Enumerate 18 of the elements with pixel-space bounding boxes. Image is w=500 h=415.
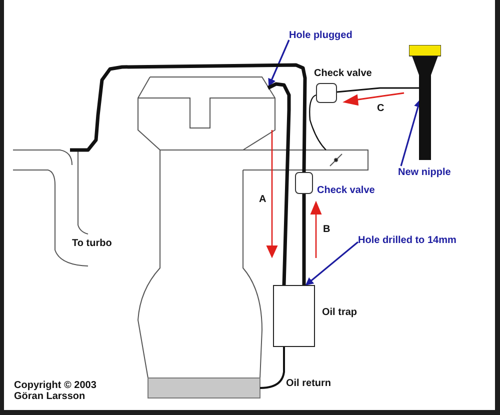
hose xyxy=(302,194,306,285)
flow-letter: C xyxy=(377,102,384,116)
leader-arrow xyxy=(268,40,290,87)
hose-label: Oil return xyxy=(286,377,332,391)
valve-label: Check valve xyxy=(314,67,372,81)
flow-letter: B xyxy=(323,223,330,237)
hose xyxy=(336,87,420,93)
callout-text: Hole drilled to 14mm xyxy=(358,234,458,248)
copyright-note: Copyright © 2003 Göran Larsson xyxy=(14,380,98,402)
pipe-label: To turbo xyxy=(72,237,112,251)
hose xyxy=(70,63,307,172)
callout-text: New nipple xyxy=(398,166,452,180)
valve-label: Check valve xyxy=(317,184,375,198)
callout-text: Hole plugged xyxy=(289,29,354,43)
flow-letter: A xyxy=(259,193,266,207)
hose xyxy=(267,82,291,286)
leader-arrow xyxy=(305,241,358,286)
oil-trap-label: Oil trap xyxy=(322,306,358,320)
